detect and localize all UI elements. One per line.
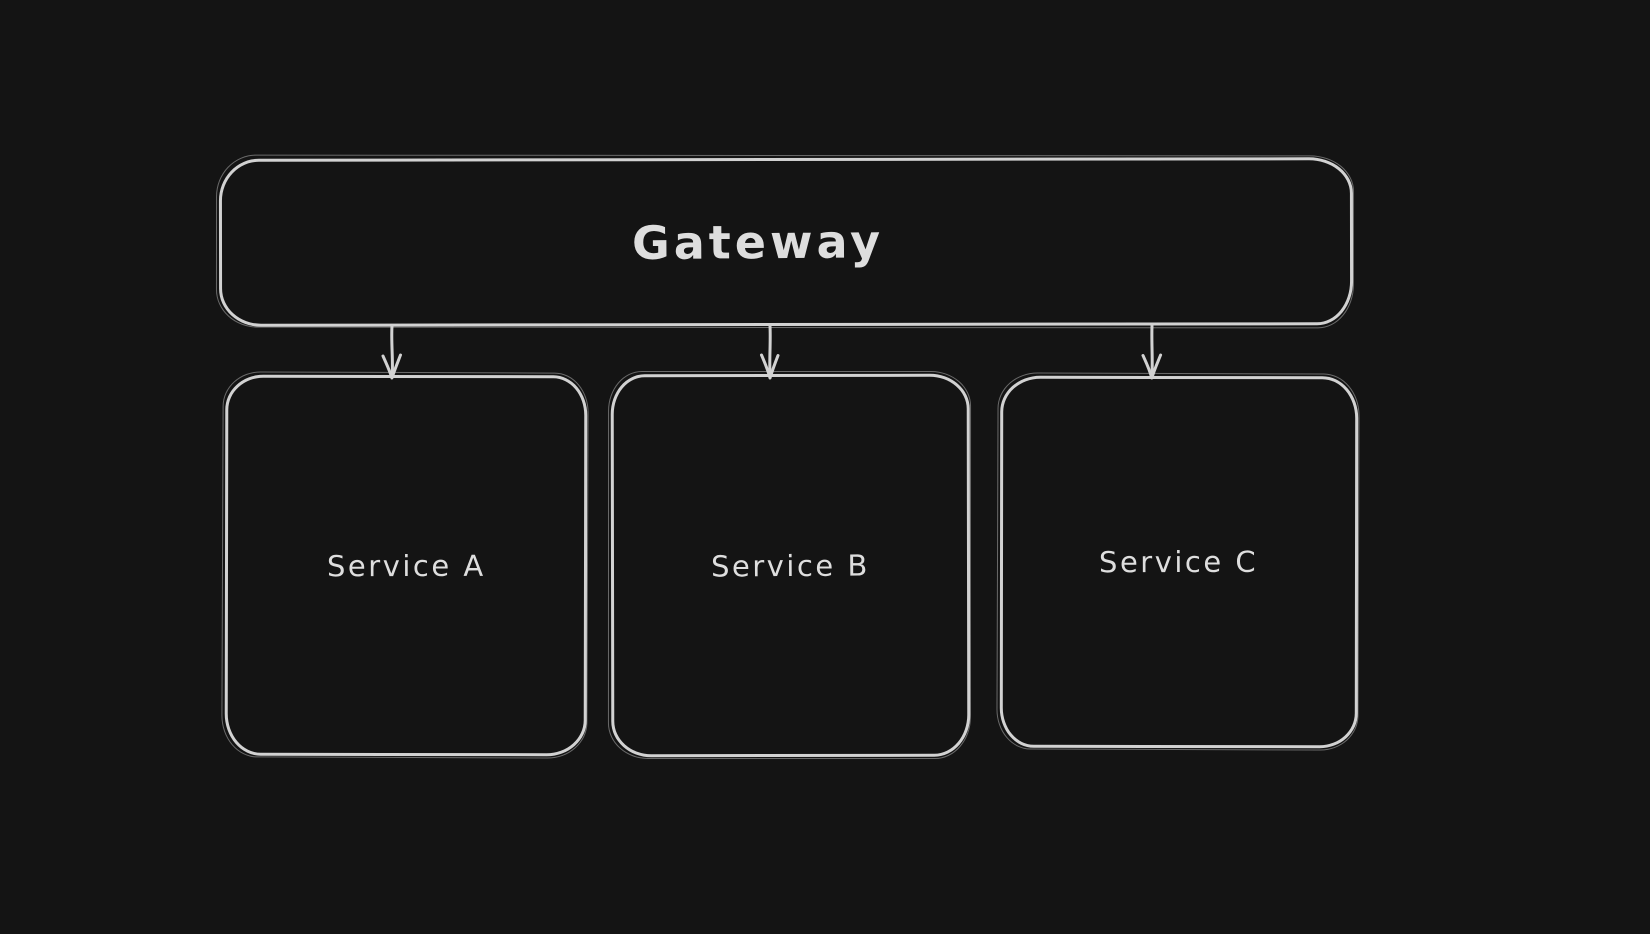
down-arrow-icon — [1141, 324, 1163, 380]
gateway-node-label: Gateway — [631, 214, 885, 271]
service-a-node-label: Service A — [326, 548, 486, 583]
service-c-node-label: Service C — [1099, 544, 1259, 580]
down-arrow-icon — [381, 324, 402, 380]
gateway-node[interactable]: Gateway — [218, 157, 1354, 327]
service-c-node[interactable]: Service C — [999, 375, 1359, 749]
service-a-node[interactable]: Service A — [224, 374, 588, 757]
service-b-node-label: Service B — [710, 548, 870, 583]
service-b-node[interactable]: Service B — [610, 373, 971, 758]
arrow-gateway-to-service-c[interactable] — [1132, 324, 1172, 382]
arrow-gateway-to-service-a[interactable] — [372, 324, 412, 382]
